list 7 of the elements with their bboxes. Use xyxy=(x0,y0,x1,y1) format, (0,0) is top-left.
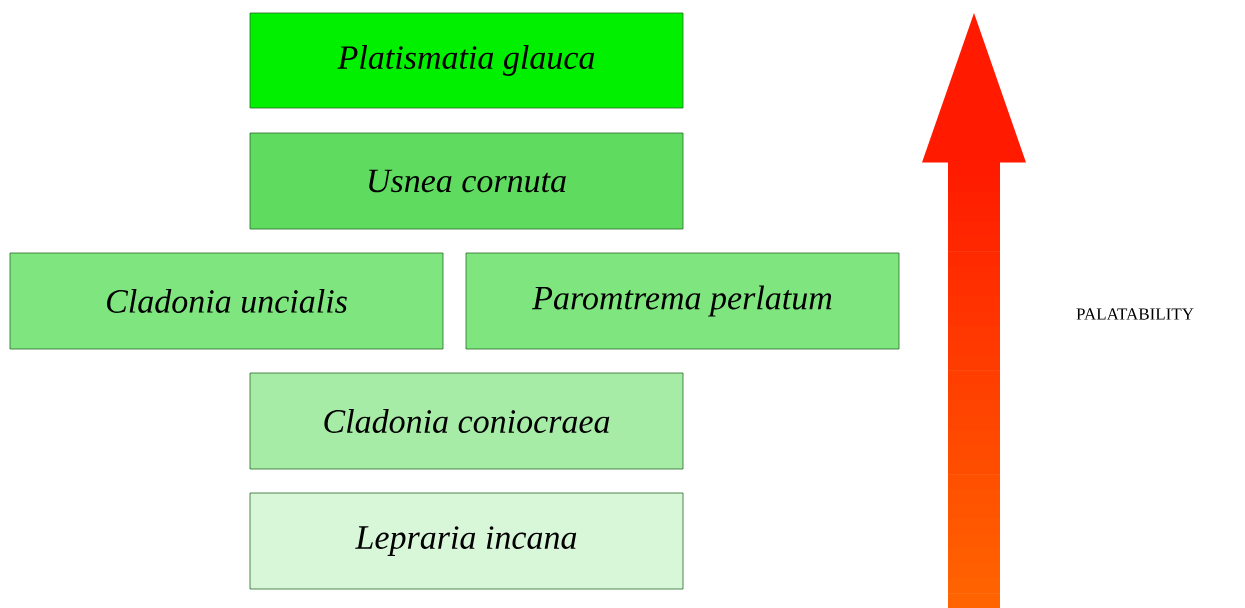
name-box: Usnea cornuta xyxy=(249,132,684,230)
name-box: Cladonia uncialis xyxy=(9,252,444,350)
name-box: Platismatia glauca xyxy=(249,12,684,109)
name-box: Lepraria incana xyxy=(249,492,684,590)
axis-label: PALATABILITY xyxy=(1076,308,1194,320)
name-box: Paromtrema perlatum xyxy=(465,252,900,350)
name-box: Cladonia coniocraea xyxy=(249,372,684,470)
